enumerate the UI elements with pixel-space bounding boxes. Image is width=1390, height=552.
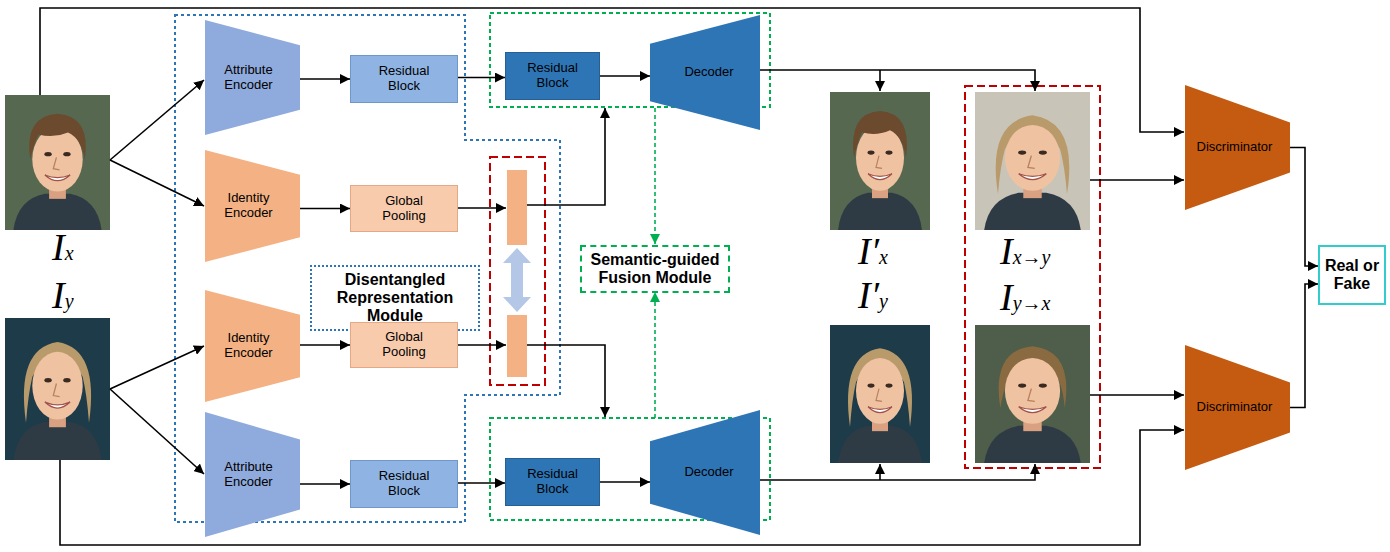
node-text: Attribute Encoder: [211, 63, 286, 93]
encoder-block: Attribute Encoder: [205, 412, 300, 537]
decoder-block: Decoder: [650, 15, 760, 130]
feature-vector: [507, 315, 527, 377]
node-text: Residual Block: [363, 469, 445, 499]
node-text: Residual Block: [518, 467, 587, 497]
image-label: Ix: [52, 228, 74, 266]
face-photo: [830, 92, 930, 230]
process-box: Global Pooling: [350, 322, 458, 368]
node-text: Residual Block: [518, 61, 587, 91]
image-label: Iy→x: [1000, 278, 1050, 316]
process-box: Global Pooling: [350, 185, 458, 232]
group-bracket: [965, 86, 1100, 468]
connector-arrow: [600, 481, 650, 483]
node-text: Disentangled Representation Module: [320, 271, 470, 325]
connector-arrow: [1290, 148, 1318, 267]
process-box: Residual Block: [505, 52, 600, 100]
process-box: Residual Block: [350, 460, 458, 508]
node-text: Semantic-guided Fusion Module: [590, 251, 720, 287]
connector-arrow: [300, 208, 350, 210]
output-box: Real or Fake: [1318, 245, 1386, 305]
node-text: Identity Encoder: [211, 191, 286, 221]
node-text: Decoder: [664, 465, 754, 480]
node-text: Decoder: [664, 65, 754, 80]
group-bracket: [490, 157, 545, 385]
node-text: Discriminator: [1191, 140, 1278, 155]
encoder-block: Identity Encoder: [205, 290, 300, 402]
node-text: Residual Block: [363, 64, 445, 94]
connector-arrow: [600, 75, 650, 77]
connector-arrow: [300, 78, 350, 80]
process-box: Residual Block: [350, 55, 458, 103]
image-label: Ix→y: [1000, 232, 1050, 270]
connector-arrow: [300, 483, 350, 485]
swap-arrow: [503, 248, 531, 312]
connector-arrow: [458, 482, 505, 484]
face-photo: [975, 325, 1090, 463]
decoder-block: Decoder: [650, 410, 760, 535]
image-label: I′x: [858, 232, 888, 270]
connector-arrow: [458, 77, 505, 79]
wires: [40, 8, 1184, 545]
node-text: Global Pooling: [363, 194, 445, 224]
process-box: Residual Block: [505, 458, 600, 506]
encoder-block: Identity Encoder: [205, 150, 300, 262]
face-photo: [975, 92, 1090, 230]
node-text: Global Pooling: [363, 330, 445, 360]
connector-arrow: [300, 344, 350, 346]
face-photo: [830, 325, 930, 463]
encoder-block: Attribute Encoder: [205, 20, 300, 135]
discriminator-block: Discriminator: [1185, 345, 1290, 470]
node-text: Discriminator: [1191, 400, 1278, 415]
image-label: Iy: [52, 276, 74, 314]
discriminator-block: Discriminator: [1185, 85, 1290, 210]
node-text: Identity Encoder: [211, 331, 286, 361]
image-label: I′y: [858, 276, 888, 314]
module-label: Semantic-guided Fusion Module: [580, 245, 730, 293]
face-photo: [5, 318, 110, 460]
connector-arrow: [1290, 284, 1318, 408]
face-photo: [5, 95, 110, 230]
node-text: Real or Fake: [1324, 257, 1380, 293]
feature-vector: [507, 170, 527, 245]
node-text: Attribute Encoder: [211, 460, 286, 490]
